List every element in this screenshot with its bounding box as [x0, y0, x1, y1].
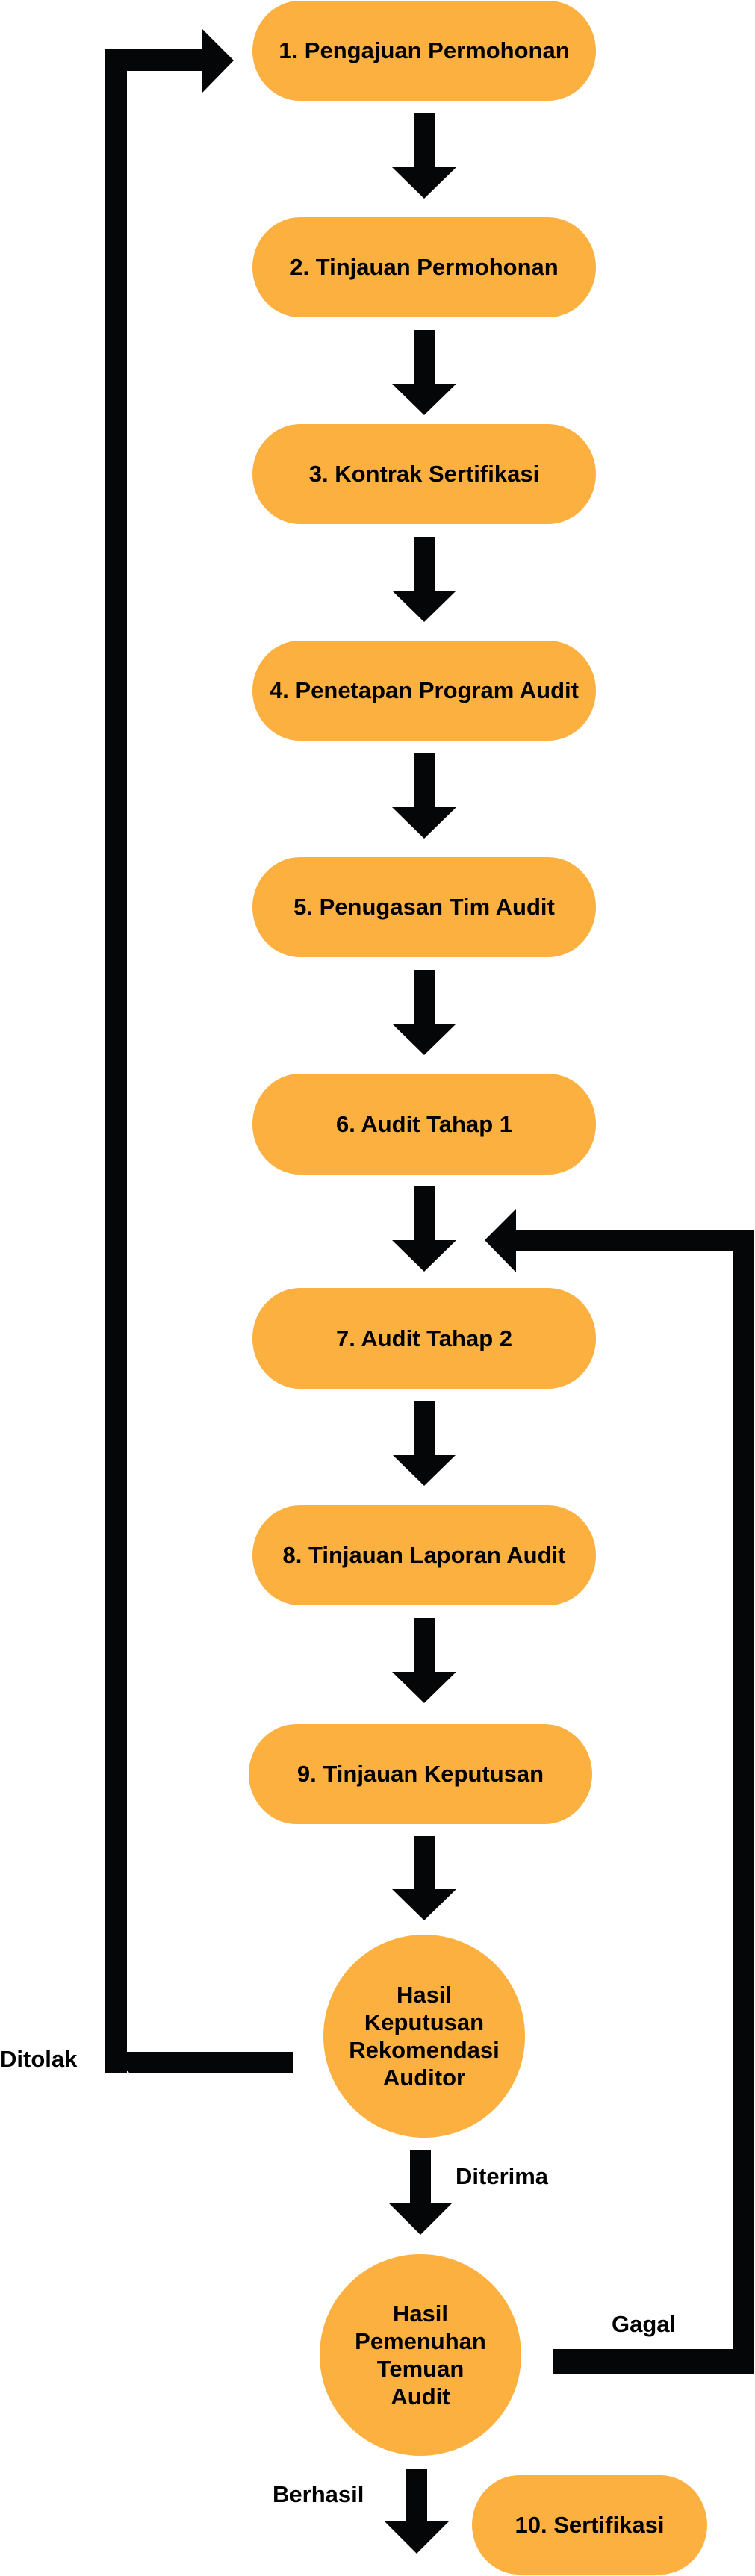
step-label: 7. Audit Tahap 2 — [336, 1325, 512, 1351]
right-arrow-icon — [202, 29, 234, 93]
step-label: 6. Audit Tahap 1 — [336, 1110, 512, 1137]
down-arrow-icon — [392, 1836, 456, 1920]
edge-label-failed: Gagal — [612, 2311, 677, 2337]
step-8-box: 8. Tinjauan Laporan Audit — [252, 1505, 596, 1605]
fail-loop-line — [553, 2349, 754, 2374]
fail-loop-line — [516, 1230, 754, 1251]
step-6-box: 6. Audit Tahap 1 — [252, 1074, 596, 1175]
edge-label-accepted: Diterima — [456, 2163, 549, 2189]
step-label: 5. Penugasan Tim Audit — [293, 894, 555, 920]
down-arrow-icon — [392, 537, 456, 622]
step-label: 4. Penetapan Program Audit — [270, 677, 579, 703]
step-label: 3. Kontrak Sertifikasi — [308, 461, 540, 487]
down-arrow-icon — [385, 2469, 449, 2554]
left-arrow-icon — [485, 1209, 516, 1272]
edge-label-passed: Berhasil — [273, 2481, 364, 2507]
down-arrow-icon — [392, 753, 456, 839]
step-4-box: 4. Penetapan Program Audit — [252, 641, 596, 741]
step-1-box: 1. Pengajuan Permohonan — [252, 1, 596, 101]
step-label: 10. Sertifikasi — [515, 2511, 665, 2538]
down-arrow-icon — [392, 330, 456, 415]
down-arrow-icon — [392, 1186, 456, 1272]
reject-loop-line — [105, 49, 203, 71]
step-label: 1. Pengajuan Permohonan — [279, 37, 570, 63]
down-arrow-icon — [392, 1401, 456, 1486]
step-label: 2. Tinjauan Permohonan — [290, 254, 559, 280]
step-10-box: 10. Sertifikasi — [472, 2475, 707, 2575]
decision-finding-fulfillment: Hasil Pemenuhan Temuan Audit — [320, 2254, 521, 2456]
down-arrow-icon — [392, 1618, 456, 1703]
step-label: 8. Tinjauan Laporan Audit — [282, 1542, 566, 1568]
step-5-box: 5. Penugasan Tim Audit — [252, 857, 596, 957]
step-2-box: 2. Tinjauan Permohonan — [252, 217, 596, 317]
step-3-box: 3. Kontrak Sertifikasi — [252, 424, 596, 524]
decision-auditor-recommendation: Hasil Keputusan Rekomendasi Auditor — [323, 1935, 525, 2138]
fail-loop-line — [733, 1230, 754, 2374]
decision-label: Hasil Pemenuhan Temuan Audit — [355, 2300, 486, 2409]
step-9-box: 9. Tinjauan Keputusan — [249, 1724, 592, 1824]
reject-loop-line — [108, 2052, 293, 2073]
step-label: 9. Tinjauan Keputusan — [296, 1761, 544, 1787]
step-7-box: 7. Audit Tahap 2 — [252, 1288, 596, 1389]
down-arrow-icon — [392, 113, 456, 199]
edge-label-rejected: Ditolak — [0, 2046, 78, 2072]
decision-label: Hasil Keputusan Rekomendasi Auditor — [349, 1982, 500, 2091]
reject-loop-line — [105, 49, 127, 2073]
down-arrow-icon — [388, 2150, 453, 2235]
down-arrow-icon — [392, 970, 456, 1055]
